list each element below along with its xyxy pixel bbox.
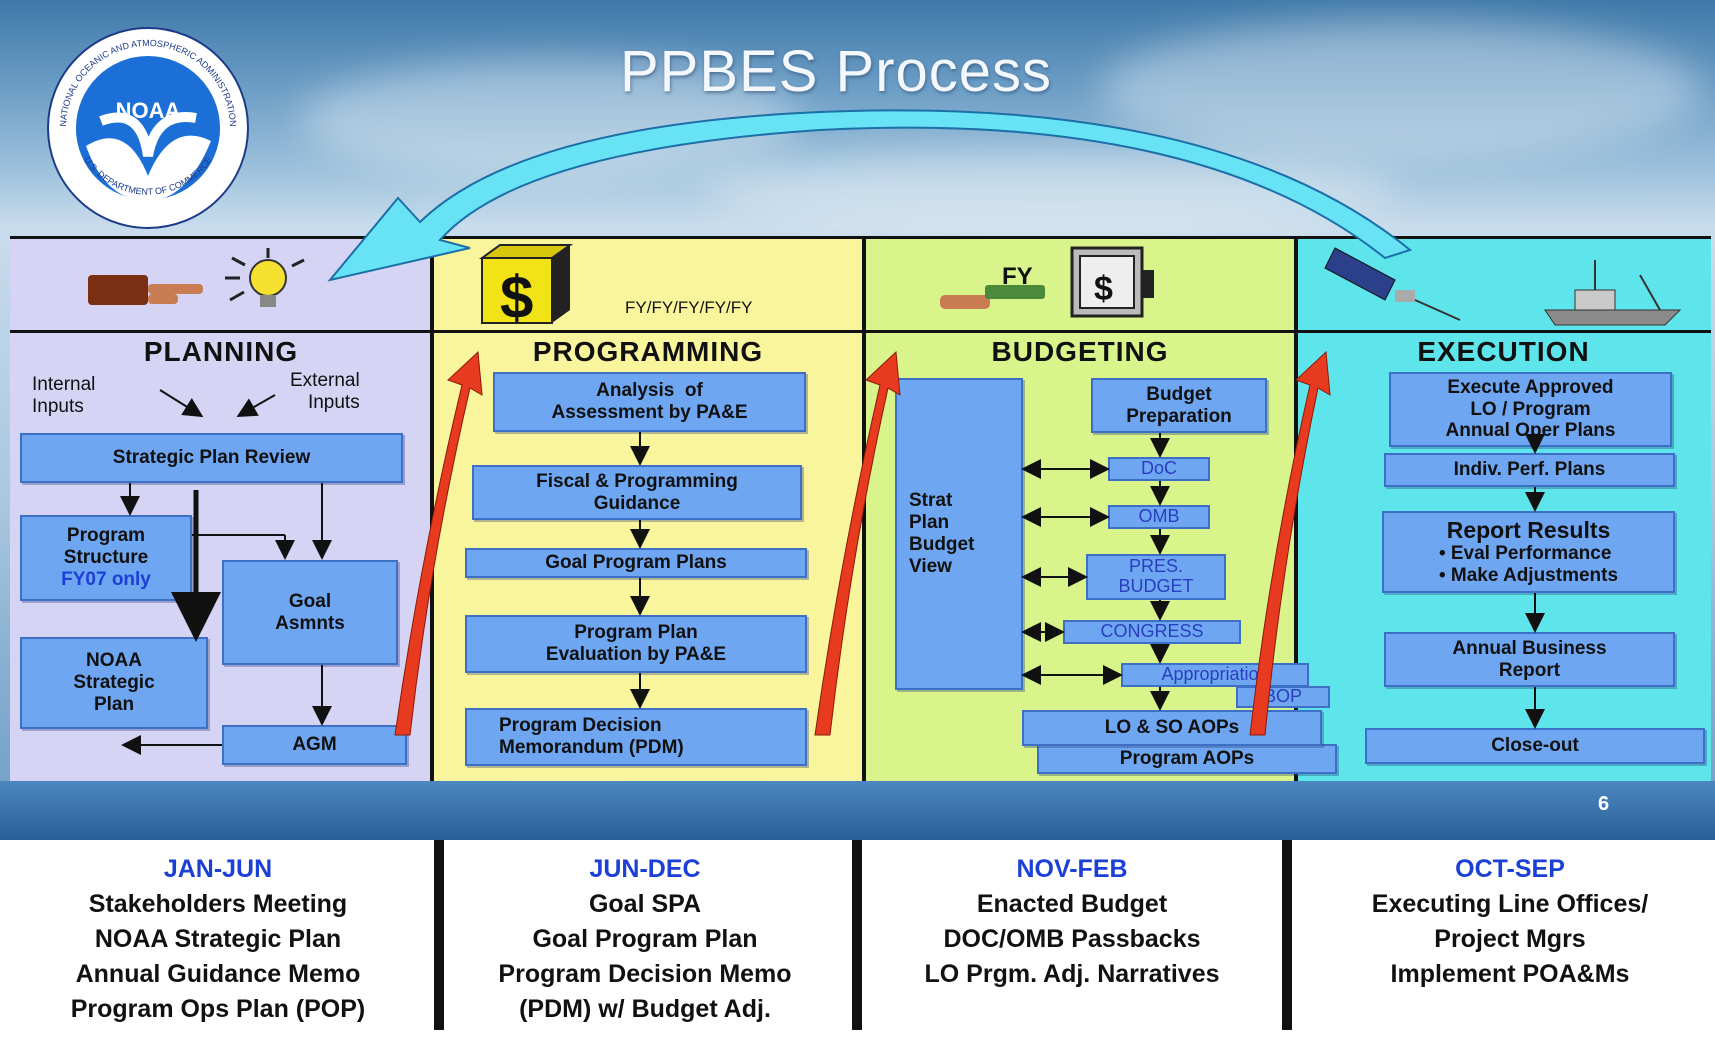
months-label: NOV-FEB (1016, 855, 1128, 883)
bottom-line: Executing Line Offices/ (1371, 890, 1649, 918)
report-results-items: • Eval Performance • Make Adjustments (1438, 543, 1619, 587)
annual-business-report-box: Annual Business Report (1384, 632, 1675, 687)
months-label: JUN-DEC (589, 855, 701, 883)
program-plan-evaluation-box: Program Plan Evaluation by PA&E (465, 615, 807, 673)
program-structure-label: Program Structure (63, 525, 149, 569)
internal-inputs-label: Internal Inputs (32, 374, 96, 417)
bottom-line: Enacted Budget (976, 890, 1168, 918)
bottom-line: (PDM) w/ Budget Adj. (519, 995, 771, 1023)
divider-line (10, 236, 1711, 239)
programming-fy-label: FY/FY/FY/FY/FY (625, 298, 753, 317)
satellite-icon (1324, 247, 1461, 321)
noaa-logo: NOAA NATIONAL OCEANIC AND ATMOSPHERIC AD… (47, 27, 249, 229)
execution-panel (1296, 236, 1711, 781)
bottom-line: Program Decision Memo (498, 960, 792, 988)
flow-connectors (120, 389, 1545, 755)
congress-box: CONGRESS (1063, 620, 1241, 644)
bottom-band (0, 781, 1715, 840)
bottom-column-budgeting: NOV-FEB Enacted Budget DOC/OMB Passbacks… (882, 852, 1262, 992)
money-hand-icon (940, 285, 1045, 309)
strategic-plan-review-box: Strategic Plan Review (20, 433, 403, 483)
indiv-perf-plans-box: Indiv. Perf. Plans (1384, 453, 1675, 487)
column-separator (852, 840, 862, 1030)
divider (430, 236, 434, 781)
doc-box: DoC (1108, 457, 1210, 481)
column-separator (434, 840, 444, 1030)
execution-header: EXECUTION (1417, 336, 1590, 367)
goal-program-plans-box: Goal Program Plans (465, 548, 807, 578)
divider-line (10, 330, 1711, 333)
divider (1294, 236, 1298, 781)
bottom-line: Program Ops Plan (POP) (70, 995, 366, 1023)
fiscal-guidance-box: Fiscal & Programming Guidance (472, 465, 802, 520)
pres-budget-box: PRES. BUDGET (1086, 554, 1226, 600)
lo-so-aops-box: LO & SO AOPs (1022, 710, 1322, 746)
pointing-hand-icon (88, 275, 203, 305)
connectors-layer (120, 109, 1545, 755)
external-inputs-label: External Inputs (290, 370, 360, 413)
budget-preparation-box: Budget Preparation (1091, 378, 1267, 433)
bottom-line: Annual Guidance Memo (75, 960, 361, 988)
budgeting-header: BUDGETING (991, 336, 1169, 367)
safe-icon: $ (1070, 246, 1154, 318)
bottom-column-programming: JUN-DEC Goal SPA Goal Program Plan Progr… (455, 852, 835, 1027)
strat-plan-budget-view-box: Strat Plan Budget View (895, 378, 1023, 690)
svg-text:$: $ (500, 264, 533, 331)
light-bulb-icon (225, 248, 305, 307)
cycle-arrow (327, 109, 1413, 282)
noaa-strategic-plan-box: NOAA Strategic Plan (20, 637, 208, 729)
svg-text:$: $ (1094, 270, 1113, 308)
analysis-box: Analysis of Assessment by PA&E (493, 372, 806, 432)
phase-transition-arrows (394, 350, 1331, 736)
slide-title: PPBES Process (620, 39, 1053, 104)
bottom-line: Project Mgrs (1434, 925, 1586, 953)
program-structure-box: Program Structure FY07 only (20, 515, 192, 601)
omb-box: OMB (1108, 505, 1210, 529)
months-label: JAN-JUN (163, 855, 273, 883)
bottom-line: LO Prgm. Adj. Narratives (924, 960, 1220, 988)
pdm-box: Program Decision Memorandum (PDM) (465, 708, 807, 766)
page-number: 6 (1598, 793, 1610, 815)
bottom-line: Implement POA&Ms (1390, 960, 1630, 988)
bottom-column-planning: JAN-JUN Stakeholders Meeting NOAA Strate… (28, 852, 408, 1027)
icons-layer: $ $ (88, 244, 1682, 331)
bottom-line: NOAA Strategic Plan (94, 925, 342, 953)
agm-box: AGM (222, 725, 407, 765)
report-results-title: Report Results (1446, 516, 1611, 543)
planning-header: PLANNING (143, 336, 299, 367)
goal-asmnts-box: Goal Asmnts (222, 560, 398, 665)
programming-header: PROGRAMMING (532, 336, 764, 367)
budgeting-fy-label: FY (1002, 263, 1033, 290)
column-separator (1282, 840, 1292, 1030)
appropriation-box: Appropriation (1121, 663, 1309, 687)
months-label: OCT-SEP (1455, 855, 1565, 883)
close-out-box: Close-out (1365, 728, 1705, 764)
logo-noaa-text: NOAA (116, 98, 181, 123)
bottom-line: Goal SPA (588, 890, 702, 918)
bottom-column-execution: OCT-SEP Executing Line Offices/ Project … (1320, 852, 1700, 992)
bottom-line: Stakeholders Meeting (88, 890, 348, 918)
report-results-box: Report Results • Eval Performance • Make… (1382, 511, 1675, 593)
dollar-cube-icon: $ (478, 244, 574, 331)
fy07-label: FY07 only (61, 568, 151, 590)
ship-icon (1544, 260, 1682, 326)
bottom-line: DOC/OMB Passbacks (943, 925, 1201, 953)
bottom-line: Goal Program Plan (532, 925, 758, 953)
